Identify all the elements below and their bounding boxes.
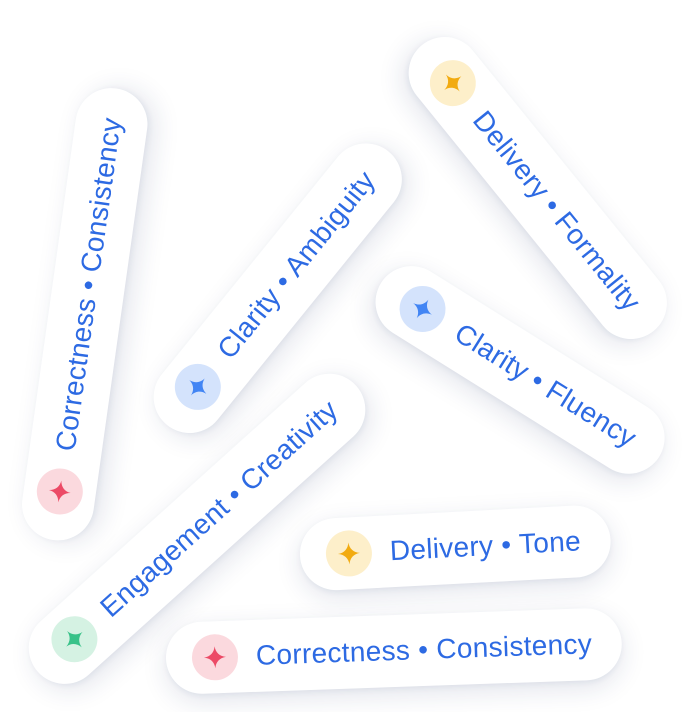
sparkle-icon: [165, 354, 231, 420]
chip-label: Correctness • Consistency: [255, 628, 593, 671]
chip-label: Clarity • Fluency: [449, 317, 643, 454]
chip-label: Engagement • Creativity: [94, 393, 344, 623]
chip-delivery-formality: Delivery • Formality: [394, 22, 682, 354]
chip-label: Clarity • Ambiguity: [211, 164, 382, 365]
sparkle-icon: [33, 465, 86, 518]
chip-clarity-fluency: Clarity • Fluency: [361, 252, 679, 488]
chip-label: Delivery • Formality: [466, 104, 647, 317]
chip-delivery-tone: Delivery • Tone: [298, 503, 613, 592]
sparkle-icon: [390, 277, 455, 341]
sparkle-icon: [324, 529, 374, 578]
sparkle-icon: [41, 606, 107, 672]
chip-label: Correctness • Consistency: [49, 115, 128, 453]
sparkle-icon: [420, 50, 486, 116]
chip-clarity-ambiguity: Clarity • Ambiguity: [139, 128, 417, 448]
chip-engagement-creativity: Engagement • Creativity: [13, 359, 380, 699]
chip-label: Delivery • Tone: [389, 525, 582, 567]
sparkle-icon: [191, 633, 239, 682]
chip-correctness-consistency-2: Correctness • Consistency: [164, 607, 624, 695]
chip-correctness-consistency: Correctness • Consistency: [17, 83, 153, 546]
